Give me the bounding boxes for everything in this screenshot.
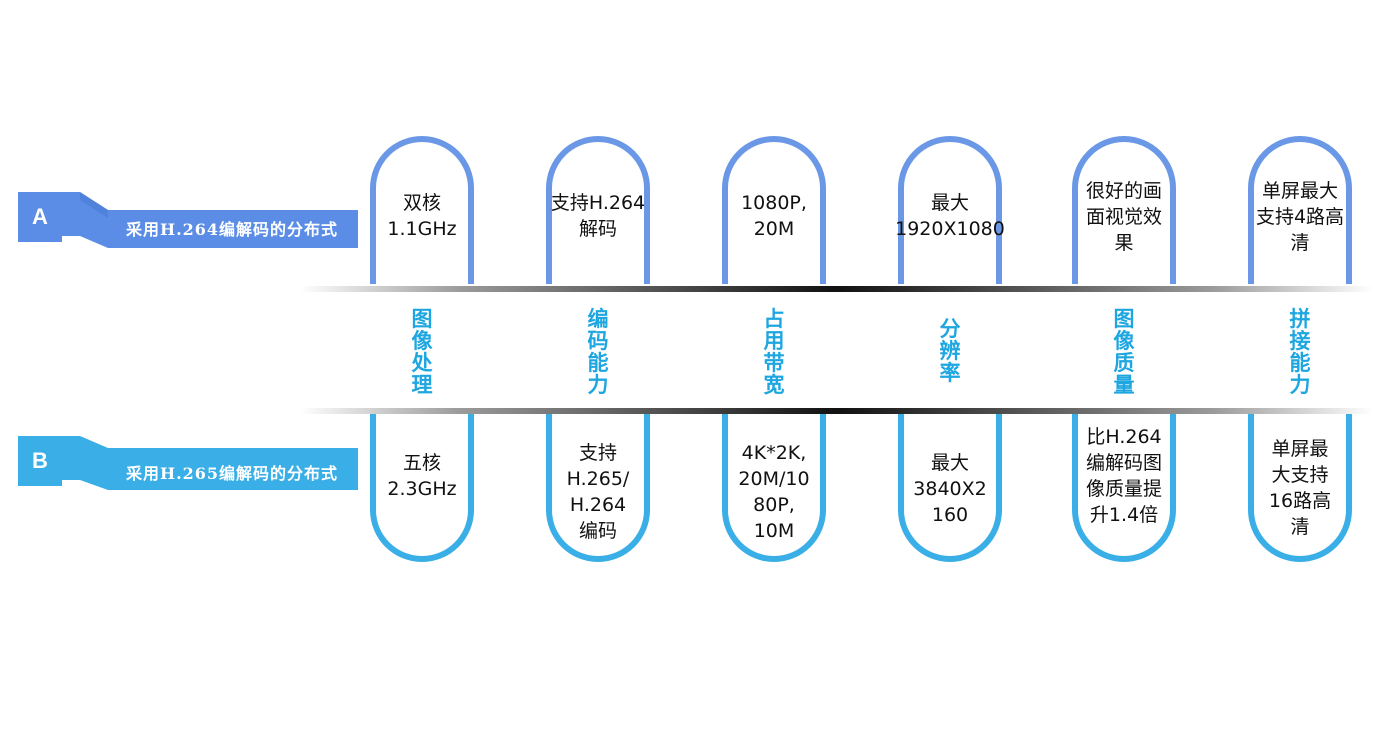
category-label: 图 像 质 量: [1113, 307, 1135, 397]
category-label: 拼 接 能 力: [1289, 307, 1311, 397]
bottom-value: 比H.264 编解码图 像质量提 升1.4倍: [1085, 426, 1162, 526]
row-a-title: 采用H.264编解码的分布式: [125, 220, 339, 239]
row-b-band: [54, 436, 358, 490]
category-label: 图 像 处 理: [411, 307, 433, 397]
category-label: 分 辨 率: [939, 317, 961, 385]
row-b-tab: B: [18, 436, 62, 486]
bottom-value: 支持 H.265/ H.264 编码: [566, 442, 630, 542]
bottom-arch: [722, 414, 826, 562]
bottom-arch: [1072, 414, 1176, 562]
bottom-value: 4K*2K, 20M/10 80P, 10M: [738, 442, 810, 542]
top-arch: [898, 136, 1002, 284]
bottom-arch: [546, 414, 650, 562]
top-arch: [546, 136, 650, 284]
bottom-arch: [1248, 414, 1352, 562]
bottom-value: 最大 3840X2 160: [913, 452, 987, 526]
top-value: 1080P, 20M: [741, 192, 807, 240]
bottom-arch: [370, 414, 474, 562]
bottom-value: 单屏最 大支持 16路高 清: [1268, 438, 1332, 538]
bottom-divider: [300, 408, 1373, 414]
top-value: 很好的画 面视觉效 果: [1085, 180, 1162, 254]
top-value: 最大 1920X1080: [895, 192, 1005, 240]
top-arch: [1248, 136, 1352, 284]
top-arch: [370, 136, 474, 284]
top-divider: [300, 286, 1373, 292]
bottom-arch: [898, 414, 1002, 562]
category-label: 占 用 带 宽: [763, 307, 785, 397]
row-a-tab: A: [18, 192, 62, 242]
row-b-title: 采用H.265编解码的分布式: [125, 464, 339, 483]
category-label: 编 码 能 力: [587, 307, 609, 397]
row-a-band: [54, 192, 358, 248]
top-value: 双核 1.1GHz: [387, 192, 457, 240]
top-value: 支持H.264 解码: [550, 192, 646, 240]
top-arch: [722, 136, 826, 284]
top-arch: [1072, 136, 1176, 284]
top-value: 单屏最大 支持4路高 清: [1255, 180, 1345, 254]
bottom-value: 五核 2.3GHz: [387, 452, 457, 500]
